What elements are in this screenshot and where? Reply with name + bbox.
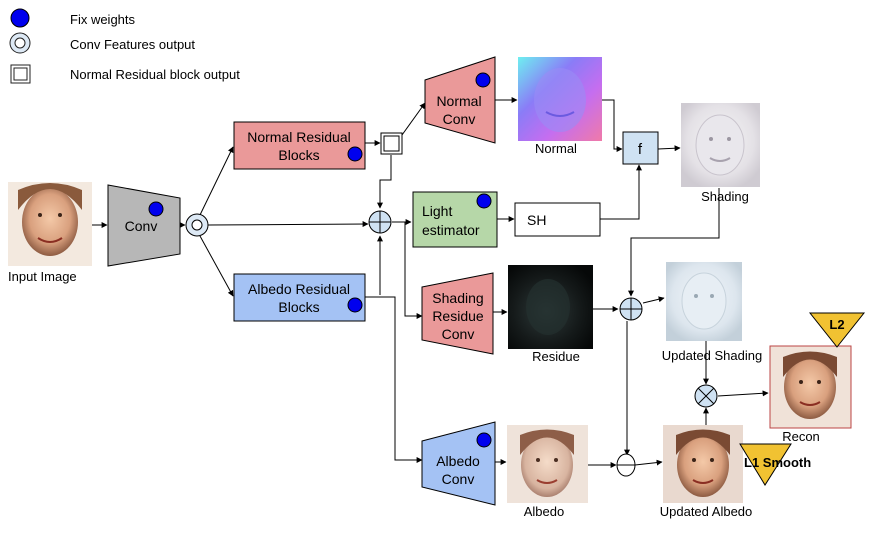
albedo-conv-block: Albedo Conv bbox=[422, 422, 495, 505]
shading-plus-node bbox=[620, 298, 642, 320]
l1-smooth-loss-label: L1 Smooth bbox=[744, 455, 811, 470]
normal-image-label: Normal bbox=[535, 141, 577, 156]
normal-residual-line1: Normal Residual bbox=[247, 129, 350, 145]
albedo-conv-fix-weights-dot bbox=[477, 433, 491, 447]
normal-conv-fix-weights-dot bbox=[476, 73, 490, 87]
normal-residual-line2: Blocks bbox=[278, 147, 319, 163]
residue-image-label: Residue bbox=[532, 349, 580, 364]
updated-albedo-label: Updated Albedo bbox=[660, 504, 753, 519]
concat-plus-node bbox=[369, 211, 391, 233]
legend-conv-features-label: Conv Features output bbox=[70, 37, 195, 52]
conv-fix-weights-dot bbox=[149, 202, 163, 216]
conv-label: Conv bbox=[125, 218, 158, 234]
shading-image-label: Shading bbox=[701, 189, 749, 204]
input-image-label: Input Image bbox=[8, 269, 77, 284]
albedo-image-label: Albedo bbox=[524, 504, 564, 519]
updated-shading-image bbox=[666, 262, 742, 341]
legend-conv-features-inner bbox=[15, 38, 25, 48]
albedo-residual-line1: Albedo Residual bbox=[248, 281, 350, 297]
normal-image bbox=[518, 57, 602, 141]
legend-normal-residual-label: Normal Residual block output bbox=[70, 67, 240, 82]
albedo-residual-block: Albedo Residual Blocks bbox=[234, 274, 365, 321]
light-estimator-block: Light estimator bbox=[413, 192, 497, 247]
normal-residual-block: Normal Residual Blocks bbox=[234, 122, 365, 169]
normal-conv-line1: Normal bbox=[436, 93, 481, 109]
input-image bbox=[8, 182, 92, 266]
albedo-conv-line1: Albedo bbox=[436, 453, 480, 469]
legend: Fix weights Conv Features output Normal … bbox=[10, 9, 240, 83]
light-estimator-line2: estimator bbox=[422, 222, 480, 238]
sh-label: SH bbox=[527, 212, 546, 228]
albedo-image bbox=[507, 425, 588, 503]
conv-features-node bbox=[186, 214, 208, 236]
normal-residual-output-node bbox=[381, 133, 402, 154]
normal-conv-line2: Conv bbox=[443, 111, 476, 127]
normal-residual-fix-weights-dot bbox=[348, 147, 362, 161]
residue-image bbox=[508, 265, 593, 349]
legend-fix-weights-label: Fix weights bbox=[70, 12, 136, 27]
legend-normal-residual-inner bbox=[14, 68, 27, 80]
l2-loss-badge: L2 bbox=[810, 313, 864, 347]
updated-albedo-image bbox=[663, 425, 743, 503]
albedo-conv-line2: Conv bbox=[442, 471, 475, 487]
l2-loss-label: L2 bbox=[829, 317, 844, 332]
shading-residue-line3: Conv bbox=[442, 326, 475, 342]
shading-image bbox=[681, 103, 760, 187]
sh-box: SH bbox=[515, 203, 600, 236]
albedo-residual-fix-weights-dot bbox=[348, 298, 362, 312]
albedo-minus-node bbox=[617, 454, 635, 476]
l1-smooth-loss-badge: L1 Smooth bbox=[740, 444, 811, 485]
albedo-residual-line2: Blocks bbox=[278, 299, 319, 315]
shading-residue-line1: Shading bbox=[432, 290, 483, 306]
f-box: f bbox=[623, 132, 658, 164]
shading-residue-conv-block: Shading Residue Conv bbox=[422, 273, 493, 354]
legend-fix-weights-dot bbox=[11, 9, 29, 27]
multiply-node bbox=[695, 385, 717, 407]
light-estimator-line1: Light bbox=[422, 203, 452, 219]
updated-shading-label: Updated Shading bbox=[662, 348, 762, 363]
recon-image-label: Recon bbox=[782, 429, 820, 444]
conv-block: Conv bbox=[108, 185, 180, 266]
light-estimator-fix-weights-dot bbox=[477, 194, 491, 208]
normal-conv-block: Normal Conv bbox=[425, 57, 495, 143]
shading-residue-line2: Residue bbox=[432, 308, 484, 324]
recon-image bbox=[770, 346, 851, 428]
